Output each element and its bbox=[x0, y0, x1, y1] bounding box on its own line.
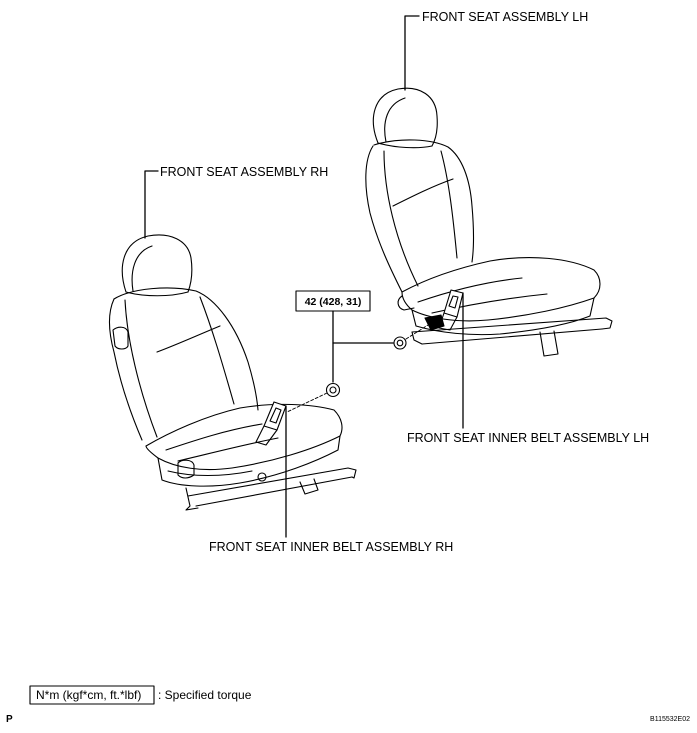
seat-lh-backrest-top bbox=[373, 139, 475, 263]
seat-rh-nut-hole bbox=[329, 386, 337, 394]
seat-rh-rail-bracket bbox=[299, 478, 319, 495]
seat-lh-cushion-seam bbox=[417, 277, 523, 303]
seat-rh-headrest-base bbox=[125, 291, 189, 297]
seat-lh-backrest-seam bbox=[392, 178, 454, 207]
label-seat-rh: FRONT SEAT ASSEMBLY RH bbox=[160, 165, 328, 179]
seat-rh-headrest-edge bbox=[131, 245, 153, 292]
seat-lh-rail-outer bbox=[411, 317, 613, 333]
figure-id: B115532E02 bbox=[650, 716, 690, 723]
seat-lh-rail-front bbox=[411, 331, 423, 345]
legend-unit-text: N*m (kgf*cm, ft.*lbf) bbox=[36, 688, 141, 702]
seat-rh-illustration bbox=[108, 234, 357, 511]
seat-lh-backrest-bolster bbox=[383, 150, 419, 287]
label-belt-lh: FRONT SEAT INNER BELT ASSEMBLY LH bbox=[407, 431, 649, 445]
seat-lh-headrest bbox=[372, 87, 438, 147]
seat-rh-backrest-seam bbox=[156, 325, 221, 353]
seat-rh-rail-front bbox=[185, 487, 199, 511]
seat-rh-adjust-knob bbox=[257, 472, 267, 482]
seat-lh-headrest-edge bbox=[384, 97, 406, 143]
seat-lh-bolt-path bbox=[405, 324, 429, 340]
seat-rh-cushion-top bbox=[145, 403, 343, 447]
legend-unit-box bbox=[29, 685, 155, 705]
torque-box bbox=[295, 290, 371, 312]
seat-lh-recline-lever bbox=[397, 295, 415, 311]
seat-lh-belt-strap bbox=[438, 312, 458, 331]
seat-rh-backrest-left bbox=[108, 298, 143, 441]
seat-lh-cushion-front bbox=[401, 291, 595, 322]
seat-rh-cushion-front bbox=[145, 435, 341, 471]
seat-rh-headrest bbox=[121, 234, 193, 293]
seat-lh-nut-hole bbox=[396, 339, 404, 347]
seat-rh-buckle-slot bbox=[269, 407, 282, 424]
seat-rh-rail-inner bbox=[195, 476, 353, 507]
seat-lh-rail-bracket bbox=[539, 330, 559, 357]
seat-rh-bolt-path bbox=[286, 392, 328, 413]
seat-rh-skirt-line bbox=[167, 470, 253, 477]
leader-seat-rh bbox=[144, 170, 159, 239]
seat-lh-illustration bbox=[365, 87, 613, 357]
seat-lh-cushion-top bbox=[401, 257, 601, 299]
seat-rh-cushion-side bbox=[157, 435, 341, 487]
seat-rh-backrest-panel bbox=[199, 296, 235, 405]
seat-lh-buckle-slot bbox=[448, 295, 459, 309]
seat-rh-cushion-seam bbox=[165, 423, 263, 451]
seat-rh-recline-lever bbox=[112, 326, 129, 350]
label-seat-lh: FRONT SEAT ASSEMBLY LH bbox=[422, 10, 588, 24]
legend-description: : Specified torque bbox=[158, 688, 252, 702]
seat-rh-cushion-panel bbox=[177, 437, 279, 462]
seat-lh-nut bbox=[393, 336, 407, 350]
seat-lh-backrest-left bbox=[365, 145, 403, 293]
page-marker: P bbox=[6, 714, 13, 725]
seat-rh-belt-buckle bbox=[263, 401, 287, 431]
torque-value: 42 (428, 31) bbox=[305, 296, 362, 308]
seat-lh-cushion-panel bbox=[431, 293, 548, 314]
seat-rh-backrest-bolster bbox=[124, 299, 158, 438]
seat-rh-backrest-top bbox=[113, 287, 259, 411]
seat-lh-belt-buckle bbox=[443, 289, 464, 318]
seat-lh-backrest-panel bbox=[440, 150, 458, 259]
seat-rh-height-lever bbox=[177, 459, 195, 479]
label-belt-rh: FRONT SEAT INNER BELT ASSEMBLY RH bbox=[209, 540, 453, 554]
seat-rh-nut bbox=[325, 382, 341, 398]
leader-seat-lh bbox=[404, 15, 420, 91]
seat-lh-rail-inner bbox=[421, 328, 603, 345]
seat-rh-rail-outer bbox=[187, 467, 357, 497]
seat-lh-headrest-base bbox=[377, 142, 433, 149]
legend: N*m (kgf*cm, ft.*lbf) : Specified torque bbox=[29, 685, 252, 705]
seat-rh-belt-strap bbox=[255, 425, 278, 446]
